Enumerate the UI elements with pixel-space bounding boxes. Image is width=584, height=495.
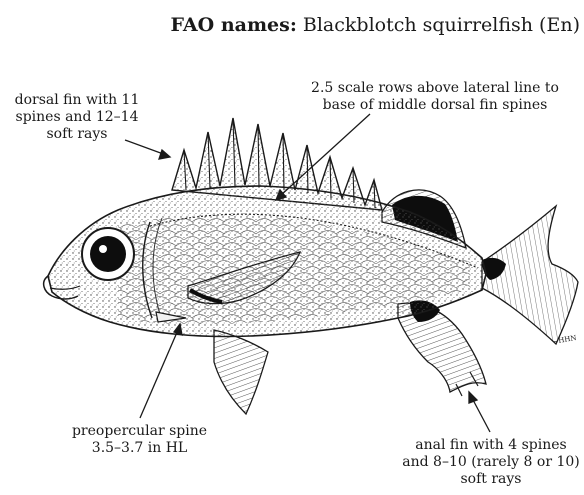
eye: [90, 236, 126, 272]
dorsal-fin-arrow: [125, 140, 166, 155]
preopercular-arrow: [140, 330, 178, 418]
pelvic-fin: [214, 330, 268, 414]
anal-fin-arrow: [472, 398, 490, 432]
caudal-fin: [482, 206, 578, 344]
